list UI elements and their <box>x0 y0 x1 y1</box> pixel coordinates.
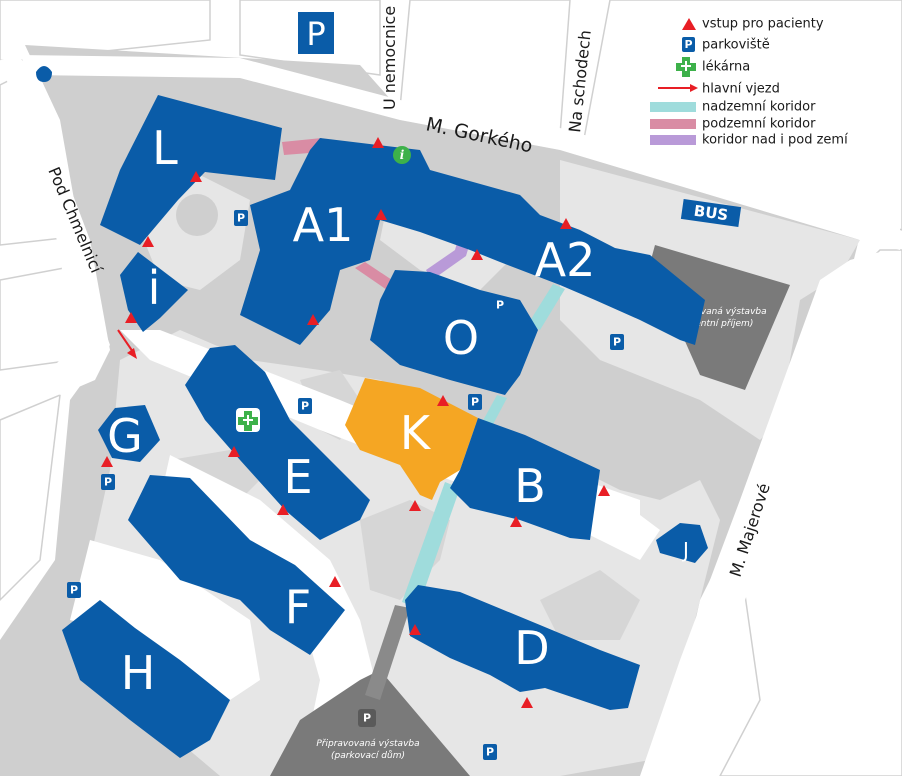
legend-corridor-both-swatch <box>650 135 696 145</box>
parking-icon: P <box>298 398 312 414</box>
urgent-construction-subtitle: (urgentní příjem) <box>677 319 754 329</box>
legend-entrance-label: vstup pro pacienty <box>702 17 824 32</box>
info-icon: i <box>400 148 405 162</box>
parking-icon: P <box>101 474 115 490</box>
parking-icon-letter: P <box>237 212 245 225</box>
legend: vstup pro pacienty P parkoviště lékárna … <box>650 17 848 148</box>
label-b: B <box>514 459 546 513</box>
entrance-marker <box>409 624 421 635</box>
legend-corridor-both-label: koridor nad i pod zemí <box>702 133 848 148</box>
entrance-marker <box>521 697 533 708</box>
corridor-above-a2-o <box>528 284 565 330</box>
building-a1-a2 <box>240 138 705 345</box>
legend-parking-letter: P <box>684 38 692 51</box>
entrance-marker <box>101 456 113 467</box>
parking-icon: P <box>483 744 497 760</box>
entrance-marker <box>471 249 483 260</box>
parking-icon-letter: P <box>613 336 621 349</box>
entrance-marker <box>510 516 522 527</box>
parking-icon-letter: P <box>70 584 78 597</box>
parking-icon-letter: P <box>471 396 479 409</box>
legend-corridor-above-label: nadzemní koridor <box>702 100 816 115</box>
legend-pharmacy-icon <box>676 57 696 77</box>
label-k: K <box>400 406 432 460</box>
legend-corridor-below-swatch <box>650 119 696 129</box>
label-j: J <box>681 538 689 562</box>
info-point: i <box>393 146 411 164</box>
legend-entrance-icon <box>682 18 696 30</box>
bus-label: BUS <box>693 202 730 225</box>
legend-parking-icon <box>682 37 695 52</box>
corridor-above-b-d <box>402 482 460 608</box>
label-g: G <box>107 409 143 463</box>
building-j <box>656 523 708 563</box>
label-h: H <box>121 646 156 700</box>
label-i: i <box>148 261 161 315</box>
label-a2: A2 <box>535 233 596 287</box>
entrance-marker <box>598 485 610 496</box>
construction-garage: Připravovaná výstavba (parkovací dům) P <box>270 605 470 776</box>
label-l: L <box>152 121 178 175</box>
main-parking-letter: P <box>306 15 325 53</box>
building-e <box>185 345 370 540</box>
parking-icon: P <box>493 297 507 313</box>
bus-stop: BUS <box>680 199 742 227</box>
pharmacy-icon <box>236 408 260 432</box>
entrance-marker <box>142 236 154 247</box>
entrance-marker <box>409 500 421 511</box>
entrance-marker <box>277 504 289 515</box>
parking-icon: P <box>67 582 81 598</box>
parking-icon-letter: P <box>486 746 494 759</box>
buildings <box>62 95 708 758</box>
parking-icon: P <box>234 210 248 226</box>
entrance-marker <box>372 137 384 148</box>
legend-corridor-above-swatch <box>650 102 696 112</box>
entrance-marker <box>437 395 449 406</box>
parking-icons: P P P P P P P P <box>67 210 624 760</box>
label-d: D <box>514 621 549 675</box>
entrances <box>101 137 610 708</box>
street-u-nemocnice: U nemocnice <box>380 6 399 110</box>
entrance-marker <box>190 171 202 182</box>
legend-parking-label: parkoviště <box>702 38 770 53</box>
building-i <box>120 252 188 332</box>
urgent-construction-title: Připravovaná výstavba <box>663 307 766 317</box>
building-k <box>345 378 478 500</box>
building-labels: L A1 A2 i O K B E G F H D J <box>107 121 689 700</box>
entrance-marker <box>560 218 572 229</box>
label-a1: A1 <box>293 198 354 252</box>
entrance-marker <box>307 314 319 325</box>
building-d <box>405 585 640 710</box>
label-e: E <box>283 450 312 504</box>
parking-icon: P <box>468 394 482 410</box>
legend-main-entrance-label: hlavní vjezd <box>702 82 780 97</box>
garage-construction-subtitle: (parkovací dům) <box>331 750 405 761</box>
legend-pharmacy-label: lékárna <box>702 60 750 75</box>
entrance-marker <box>228 446 240 457</box>
legend-main-entrance-icon <box>658 84 698 92</box>
garage-construction-title: Připravovaná výstavba <box>316 739 419 749</box>
water-drop-icon <box>36 66 52 82</box>
building-g <box>98 405 160 462</box>
label-o: O <box>443 311 479 365</box>
label-f: F <box>285 580 311 634</box>
parking-icon-letter: P <box>301 400 309 413</box>
main-entrance-arrow <box>117 329 137 359</box>
entrance-marker <box>125 312 137 323</box>
main-parking-sign: P <box>298 12 334 54</box>
building-l <box>100 95 282 245</box>
corridor-below-a1-o <box>355 262 398 292</box>
garage-parking-icon <box>358 709 376 727</box>
building-f <box>128 475 345 655</box>
entrance-marker <box>375 209 387 220</box>
parking-icon-letter: P <box>496 299 504 312</box>
parking-icon-letter: P <box>104 476 112 489</box>
legend-corridor-below-label: podzemní koridor <box>702 117 816 132</box>
parking-icon: P <box>610 334 624 350</box>
entrance-marker <box>329 576 341 587</box>
building-h <box>62 600 230 758</box>
building-b <box>450 418 600 540</box>
garage-parking-letter: P <box>363 712 371 725</box>
